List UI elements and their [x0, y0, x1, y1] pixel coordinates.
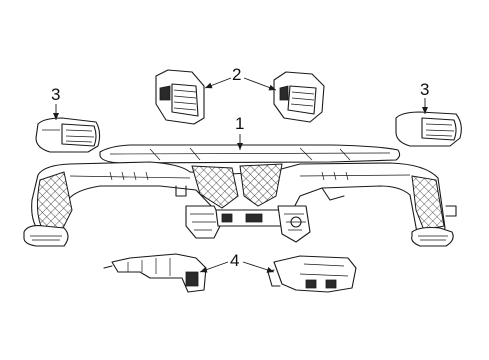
side-vent-right [395, 111, 462, 147]
center-vent-left [155, 69, 205, 125]
callout-4-lower-ducts: 4 [230, 251, 240, 270]
lower-duct-right [267, 255, 357, 293]
side-vent-left [35, 117, 101, 153]
callout-1-main-duct: 1 [235, 114, 245, 133]
callout-3-right-side-vent: 3 [420, 80, 430, 99]
center-vent-right [273, 71, 325, 123]
lower-duct-left [103, 253, 207, 293]
callout-2-center-vents: 2 [232, 65, 242, 84]
callout-3-left-side-vent: 3 [51, 85, 61, 104]
main-duct-assembly [23, 144, 457, 247]
callout-leaders [53, 77, 428, 273]
